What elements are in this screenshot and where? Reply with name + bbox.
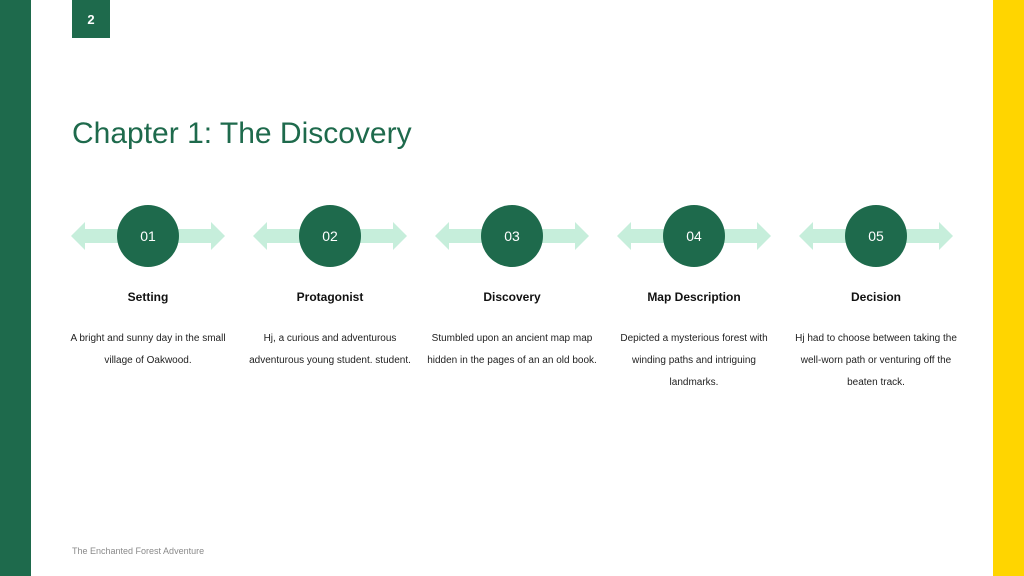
slide-title: Chapter 1: The Discovery — [72, 117, 412, 150]
step-title: Protagonist — [296, 290, 364, 304]
step-description: Hj had to choose between taking the well… — [795, 333, 957, 388]
step-title: Map Description — [647, 290, 741, 304]
step-description: Stumbled upon an ancient map map hidden … — [427, 333, 597, 366]
page-number: 2 — [72, 0, 110, 38]
step-description: A bright and sunny day in the small vill… — [70, 333, 226, 366]
step-description: Hj, a curious and adventurous adventurou… — [249, 333, 411, 366]
step-number-badge: 01 — [117, 205, 179, 267]
step-title: Discovery — [483, 290, 541, 304]
step-number-badge: 04 — [663, 205, 725, 267]
step-description: Depicted a mysterious forest with windin… — [620, 333, 768, 388]
step-title: Decision — [850, 290, 901, 304]
step-title: Setting — [127, 290, 169, 304]
left-accent-bar — [0, 0, 31, 576]
timeline: 01 Setting A bright and sunny day in the… — [57, 204, 967, 404]
step-number-badge: 03 — [481, 205, 543, 267]
step-number-badge: 02 — [299, 205, 361, 267]
right-accent-bar — [993, 0, 1024, 576]
step-number-badge: 05 — [845, 205, 907, 267]
slide-footer: The Enchanted Forest Adventure — [72, 546, 205, 556]
